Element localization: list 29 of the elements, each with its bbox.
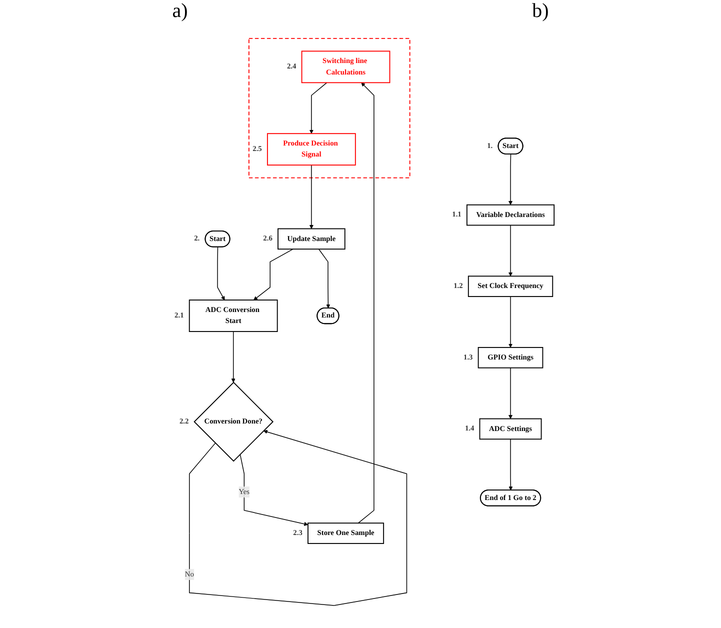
arrow bbox=[508, 224, 513, 276]
step-number: 2.1 bbox=[174, 310, 184, 320]
panel-label: b) bbox=[532, 0, 549, 22]
arrow bbox=[240, 454, 308, 526]
arrow bbox=[232, 331, 236, 383]
step-number: 1.3 bbox=[464, 352, 474, 362]
step-number: 2.4 bbox=[287, 62, 297, 71]
arrow bbox=[508, 438, 514, 490]
arrow bbox=[508, 296, 513, 348]
step-number: 1. bbox=[487, 140, 493, 150]
arrow bbox=[189, 430, 408, 606]
arrow bbox=[508, 154, 513, 206]
step-number: 1.2 bbox=[454, 281, 464, 290]
cluster bbox=[248, 38, 411, 178]
step-number: 2.5 bbox=[252, 144, 262, 154]
arrow bbox=[217, 246, 226, 300]
arrow bbox=[310, 82, 328, 134]
arrow bbox=[254, 248, 294, 300]
arrow bbox=[318, 248, 331, 308]
step-number: 2.6 bbox=[264, 234, 273, 243]
arrow bbox=[358, 82, 375, 524]
step-number: 1.4 bbox=[465, 424, 475, 433]
step-number: 1.1 bbox=[452, 210, 462, 219]
step-number: 2.3 bbox=[294, 528, 303, 537]
step-number: 2. bbox=[194, 234, 200, 243]
arrow bbox=[310, 164, 314, 229]
step-number: 2.2 bbox=[180, 416, 190, 426]
panel-label: a) bbox=[172, 0, 188, 22]
arrow bbox=[508, 367, 513, 419]
